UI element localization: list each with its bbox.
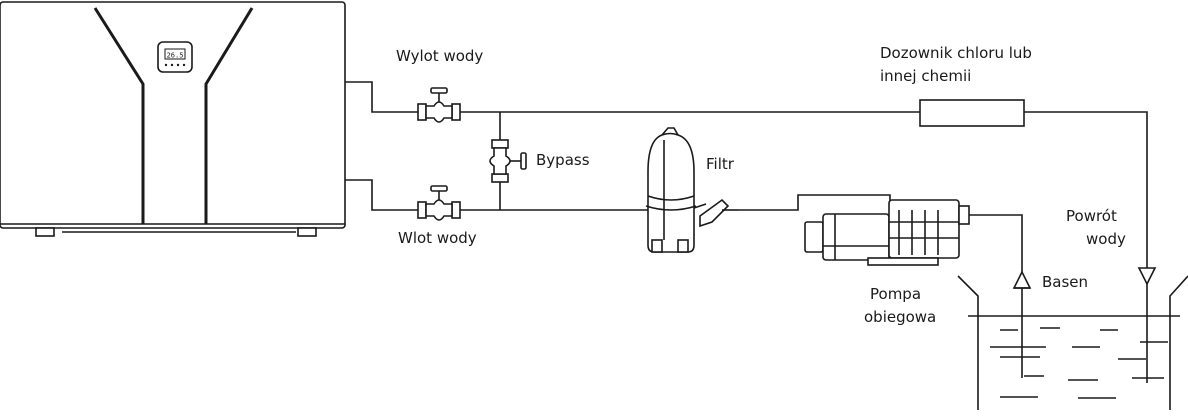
bypass-valve xyxy=(489,139,527,183)
pump-label-line2: obiegowa xyxy=(864,308,937,326)
return-pipe xyxy=(1024,111,1148,383)
filter-to-pump-pipe xyxy=(738,194,891,211)
pool-label: Basen xyxy=(1042,273,1089,291)
display-readout: 26.5 xyxy=(167,52,184,60)
chlorinator xyxy=(919,99,1025,127)
sand-filter xyxy=(645,127,738,253)
control-display: 26.5 xyxy=(157,41,193,73)
inlet-valve xyxy=(417,185,461,221)
heat-pump-unit: 26.5 xyxy=(0,1,346,237)
outlet-pipe xyxy=(345,81,920,113)
pump-to-pool-pipe xyxy=(969,214,1023,378)
bypass-label: Bypass xyxy=(536,151,590,169)
pump-label-line1: Pompa xyxy=(870,285,922,303)
return-label-line1: Powrót xyxy=(1066,207,1117,225)
inlet-label: Wlot wody xyxy=(398,229,477,247)
circulation-pump xyxy=(804,199,970,266)
chlorinator-label-line1: Dozownik chloru lub xyxy=(880,44,1032,62)
suction-flow-arrow xyxy=(1012,270,1032,289)
chlorinator-label-line2: innej chemii xyxy=(880,67,972,85)
outlet-label: Wylot wody xyxy=(396,47,484,65)
filter-label: Filtr xyxy=(706,155,734,173)
pool xyxy=(957,275,1188,410)
return-label-line2: wody xyxy=(1086,230,1126,248)
outlet-valve xyxy=(417,87,461,123)
return-flow-arrow xyxy=(1137,267,1157,286)
inlet-pipe xyxy=(345,179,648,211)
